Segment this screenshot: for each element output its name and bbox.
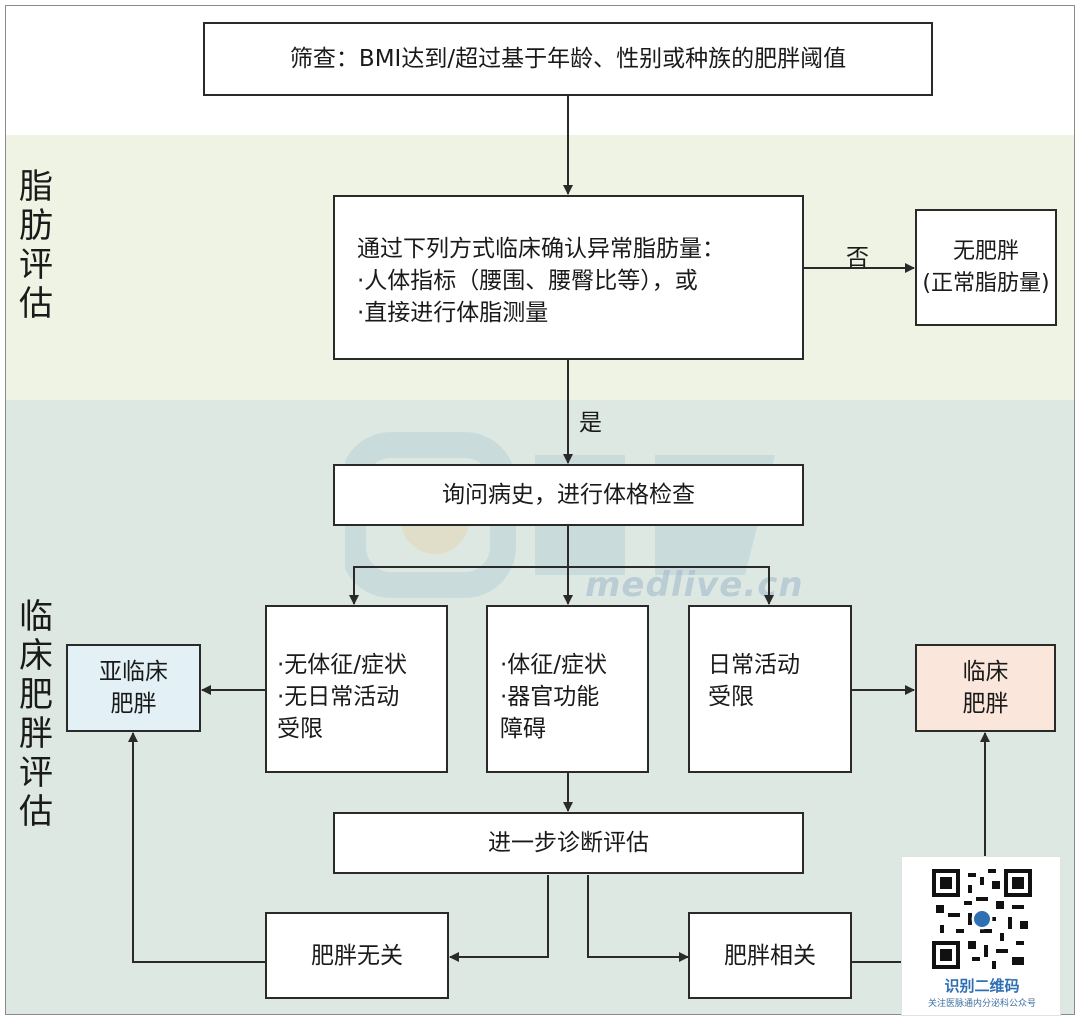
preclinical-line: 肥胖 (110, 691, 157, 717)
related-text: 肥胖相关 (724, 942, 816, 969)
no-signs-line: 受限 (277, 716, 323, 742)
diagram-frame (5, 5, 1075, 1015)
edge-history-right (568, 566, 774, 605)
confirm-line: ·直接进行体脂测量 (357, 300, 549, 326)
history-text: 询问病史，进行体格检查 (442, 482, 695, 508)
no-obesity-line: (正常脂肪量) (922, 270, 1050, 296)
confirm-line: 通过下列方式临床确认异常脂肪量： (357, 236, 725, 262)
confirm-line: ·人体指标（腰围、腰臀比等），或 (357, 268, 698, 294)
no-obesity-line: 无肥胖 (952, 238, 1019, 264)
clinical-line: 肥胖 (962, 691, 1009, 717)
no-signs-line: ·无体征/症状 (277, 652, 408, 678)
daily-limited-line: 日常活动 (708, 652, 800, 678)
signs-box: ·体征/症状 ·器官功能 障碍 (486, 605, 649, 773)
qr-subtitle: 关注医脉通内分泌科公众号 (927, 999, 1036, 1009)
edge-label-no: 否 (846, 245, 869, 271)
history-box: 询问病史，进行体格检查 (333, 464, 804, 526)
fat-assessment-label: 脂 肪 评 估 (16, 168, 56, 324)
no-signs-line: ·无日常活动 (277, 684, 400, 710)
qr-code-icon (932, 869, 1032, 969)
no-obesity-box: 无肥胖 (正常脂肪量) (915, 209, 1057, 326)
further-assessment-box: 进一步诊断评估 (333, 812, 804, 874)
clinical-line: 临床 (962, 659, 1009, 685)
edge-further-unrelated (449, 875, 549, 962)
qr-title: 识别二维码 (944, 977, 1020, 995)
signs-line: ·器官功能 (500, 684, 600, 710)
screening-text: 筛查：BMI达到/超过基于年龄、性别或种族的肥胖阈值 (289, 46, 847, 72)
preclinical-line: 亚临床 (99, 659, 168, 685)
edge-label-yes: 是 (579, 410, 602, 436)
clinical-assessment-label: 临 床 肥 胖 评 估 (16, 598, 56, 832)
obesity-unrelated-box: 肥胖无关 (265, 912, 449, 999)
confirm-box: 通过下列方式临床确认异常脂肪量： ·人体指标（腰围、腰臀比等），或 ·直接进行体… (333, 195, 804, 360)
signs-line: ·体征/症状 (500, 652, 608, 678)
further-text: 进一步诊断评估 (488, 830, 649, 856)
edge-further-related (587, 875, 689, 962)
unrelated-text: 肥胖无关 (311, 942, 403, 969)
clinical-assessment-text: 临 床 肥 胖 评 估 (19, 597, 53, 832)
preclinical-obesity-box: 亚临床 肥胖 (66, 644, 201, 732)
edge-history-left (349, 566, 568, 605)
signs-line: 障碍 (500, 716, 546, 742)
clinical-obesity-box: 临床 肥胖 (915, 644, 1056, 732)
edge-unrelated-preclinical (128, 732, 266, 963)
no-signs-box: ·无体征/症状 ·无日常活动 受限 (265, 605, 448, 773)
qr-panel: 识别二维码 关注医脉通内分泌科公众号 (901, 856, 1061, 1016)
fat-assessment-text: 脂 肪 评 估 (19, 167, 53, 324)
screening-box: 筛查：BMI达到/超过基于年龄、性别或种族的肥胖阈值 (203, 22, 933, 96)
daily-limited-line: 受限 (708, 684, 754, 710)
daily-limited-box: 日常活动 受限 (688, 605, 852, 773)
obesity-related-box: 肥胖相关 (688, 912, 852, 999)
